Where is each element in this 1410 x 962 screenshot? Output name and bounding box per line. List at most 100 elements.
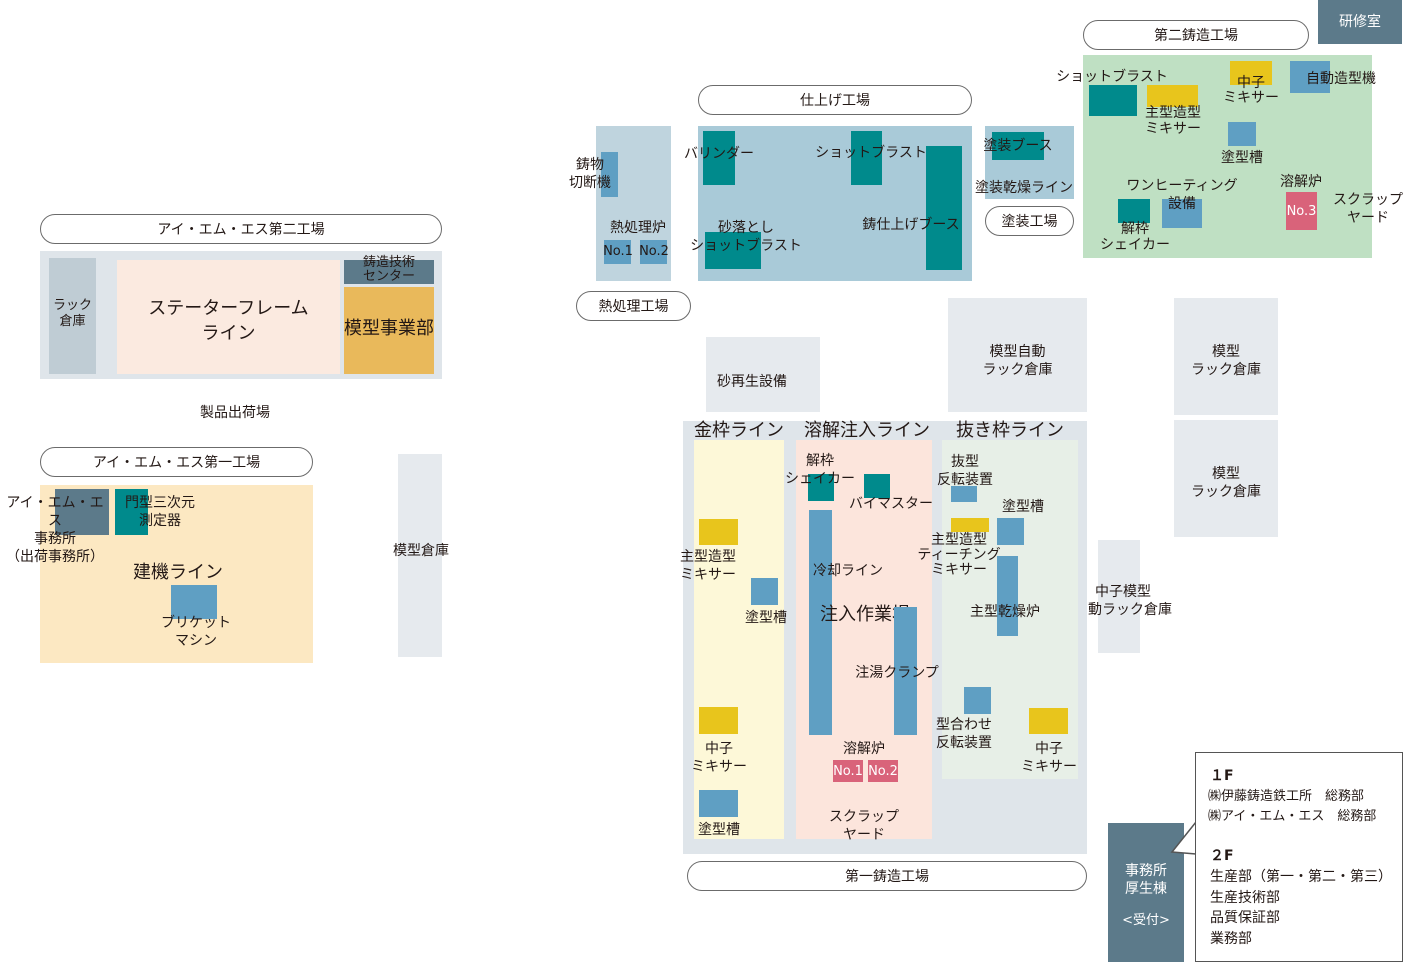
floor2-heading: ２F <box>1210 848 1234 864</box>
pattern-rack-b <box>1174 420 1278 537</box>
teaching-mixer-block <box>951 518 989 532</box>
f2-shot-label: ショットブラスト <box>1056 69 1168 85</box>
auto-rack-warehouse <box>948 298 1087 412</box>
burr-label: バリンダー <box>684 146 754 162</box>
paint-booth-label: 塗装ブース <box>983 138 1053 154</box>
f1-core-mixer-block <box>699 707 738 734</box>
f2-dept-1: 生産部（第一・第二・第三） <box>1210 869 1392 885</box>
f2-main-mixer-label: 主型造型 ミキサー <box>1145 105 1201 137</box>
ims2-rack-label: ラック 倉庫 <box>52 298 92 329</box>
measure-label: 門型三次元 測定器 <box>125 495 195 529</box>
office-label: 事務所 厚生棟 <box>1125 863 1167 897</box>
f1-coat3-label: 塗型槽 <box>1002 499 1044 515</box>
kanawaku-title: 金枠ライン <box>694 420 784 441</box>
f1-main-mixer-label: 主型造型 ミキサー <box>680 549 736 583</box>
nuki-title: 抜き枠ライン <box>956 420 1064 441</box>
f2-core-mixer-label: 中子 ミキサー <box>1223 75 1279 106</box>
kenki-line-label: 建機ライン <box>133 562 223 583</box>
ims2-stator-label: ステーターフレーム ライン <box>148 298 309 344</box>
f2-melt-no3: No.3 <box>1286 192 1317 230</box>
pattern-warehouse-label: 模型倉庫 <box>393 543 449 559</box>
auto-rack-label: 模型自動 ラック倉庫 <box>982 344 1053 378</box>
one-heating-label: ワンヒーティング 設備 <box>1126 178 1238 212</box>
pattern-warehouse <box>398 454 442 657</box>
paint-booth-block <box>992 132 1044 160</box>
f2-coat-label: 塗型槽 <box>1221 150 1263 166</box>
cooling-line-label: 冷却ライン <box>813 563 883 579</box>
burr-block <box>703 131 735 185</box>
f2-dept-2: 生産技術部 <box>1210 890 1280 906</box>
auto-molder-label: 自動造型機 <box>1306 71 1376 87</box>
heat-no2-label: No.2 <box>639 244 669 259</box>
foundry1-title: 第一鋳造工場 <box>687 861 1087 891</box>
f2-core-mixer-block <box>1230 61 1272 85</box>
finish-shot-block <box>851 131 882 185</box>
dryer-block <box>997 556 1018 636</box>
f2-dept-3: 品質保証部 <box>1210 910 1280 926</box>
ims2-rack-area <box>49 258 96 374</box>
reception-label: <受付> <box>1122 913 1170 928</box>
f1-core-mixer2-label: 中子 ミキサー <box>1021 741 1077 775</box>
pattern-dept-area <box>344 287 434 374</box>
cooling-line-block <box>809 510 832 735</box>
f1-main-mixer-block <box>699 519 738 545</box>
vibra-block <box>864 474 890 498</box>
f1-shaker-block <box>808 474 834 501</box>
pattern-rack-a-label: 模型 ラック倉庫 <box>1191 344 1261 378</box>
ims1-title: アイ・エム・エス第一工場 <box>40 447 313 477</box>
match-flip-block <box>964 687 991 714</box>
f1-scrap-label: スクラップ ヤード <box>829 809 899 843</box>
core-rack-label: 中子模型 自動ラック倉庫 <box>1074 584 1172 618</box>
paint-title: 塗装工場 <box>985 206 1074 236</box>
briquette-block <box>171 585 217 619</box>
lab-label: 研修室 <box>1339 14 1381 30</box>
paint-dry-label: 塗装乾燥ライン <box>975 180 1073 196</box>
finish-shot-label: ショットブラスト <box>815 145 927 161</box>
f1-shaker-label: 解枠 シェイカー <box>785 453 855 487</box>
ladle-clamp-label: 注湯クランプ <box>855 665 939 681</box>
f1-melt-no1: No.1 <box>833 760 863 782</box>
pattern-dept-label: 模型事業部 <box>344 318 434 339</box>
lab-block <box>1318 0 1402 44</box>
ims-office-label: アイ・エム・エス 事務所 （出荷事務所） <box>6 495 104 565</box>
cutter-label: 鋳物 切断機 <box>569 157 611 191</box>
floor1-heading: １F <box>1210 768 1234 784</box>
pour-line-title: 溶解注入ライン <box>804 420 930 441</box>
ims-office-block <box>55 489 109 535</box>
f2-main-mixer-block <box>1147 85 1198 107</box>
f2-melt-label: 溶解炉 <box>1280 174 1322 190</box>
shipping-label: 製品出荷場 <box>200 405 270 421</box>
finish-booth-label: 鋳仕上げブース <box>862 217 960 233</box>
sand-shot-label: 砂落とし ショットブラスト <box>690 220 802 254</box>
ladle-clamp-block <box>894 607 917 735</box>
one-heating-block <box>1162 199 1202 228</box>
f2-shot-block <box>1089 85 1137 116</box>
foundry2-title: 第二鋳造工場 <box>1083 20 1309 50</box>
ims2-stator-area <box>117 260 340 374</box>
pour-work-label: 注入作業場 <box>820 604 910 625</box>
f1-core-mixer-label: 中子 ミキサー <box>691 741 747 775</box>
heat-furnace-label: 熱処理炉 <box>610 220 666 236</box>
f1-coat2-block <box>699 790 738 817</box>
tech-center-label: 鋳造技術 センター <box>362 255 415 284</box>
f1-coat2-label: 塗型槽 <box>698 822 740 838</box>
kanawaku-area <box>694 440 784 839</box>
pattern-rack-a <box>1174 298 1278 415</box>
core-rack-warehouse <box>1098 540 1140 653</box>
heat-furnace-no2 <box>640 240 667 264</box>
flip-block <box>951 486 977 502</box>
f1-coat1-block <box>751 578 778 605</box>
sand-shot-block <box>705 232 761 269</box>
auto-molder-block <box>1290 61 1330 93</box>
measure-block <box>115 489 148 535</box>
f2-shaker-label: 解枠 シェイカー <box>1100 221 1170 253</box>
f1-dept-2: ㈱アイ・エム・エス 総務部 <box>1208 809 1377 824</box>
dryer-label: 主型乾燥炉 <box>970 604 1040 620</box>
office-building[interactable] <box>1108 823 1184 962</box>
finish-title: 仕上げ工場 <box>698 85 972 115</box>
briquette-label: ブリケット マシン <box>161 615 231 649</box>
heat-no1-label: No.1 <box>603 244 633 259</box>
cutter-block <box>601 152 618 197</box>
pattern-rack-b-label: 模型 ラック倉庫 <box>1191 466 1261 500</box>
f2-shaker-block <box>1118 199 1150 223</box>
